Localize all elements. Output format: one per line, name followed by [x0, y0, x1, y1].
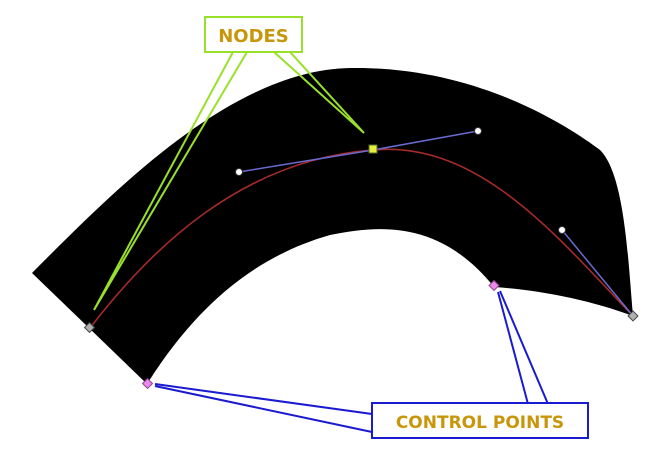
- circle-handle-icon[interactable]: [474, 127, 482, 135]
- diamond-node-icon[interactable]: [627, 310, 639, 322]
- diamond-control-point-icon[interactable]: [488, 279, 500, 292]
- nodes-label: NODES: [218, 26, 289, 47]
- control-points-label-box: [371, 402, 589, 439]
- nodes-label-box: [204, 16, 303, 53]
- nodes-callout: NODES: [204, 16, 303, 53]
- control-points-callout-pointers: [154, 290, 549, 433]
- handle-line-left: [238, 149, 374, 173]
- diamond-control-point-icon[interactable]: [141, 377, 154, 390]
- circle-handle-icon[interactable]: [235, 168, 243, 176]
- handle-line-end: [561, 229, 634, 317]
- circle-handle-icon[interactable]: [558, 226, 566, 234]
- control-points-label: CONTROL POINTS: [396, 413, 564, 433]
- square-node-icon[interactable]: [368, 144, 378, 154]
- diamond-node-icon[interactable]: [83, 321, 96, 334]
- handle-line-right: [372, 130, 479, 151]
- black-curved-shape: [32, 67, 633, 385]
- control-points-callout: CONTROL POINTS: [371, 402, 589, 439]
